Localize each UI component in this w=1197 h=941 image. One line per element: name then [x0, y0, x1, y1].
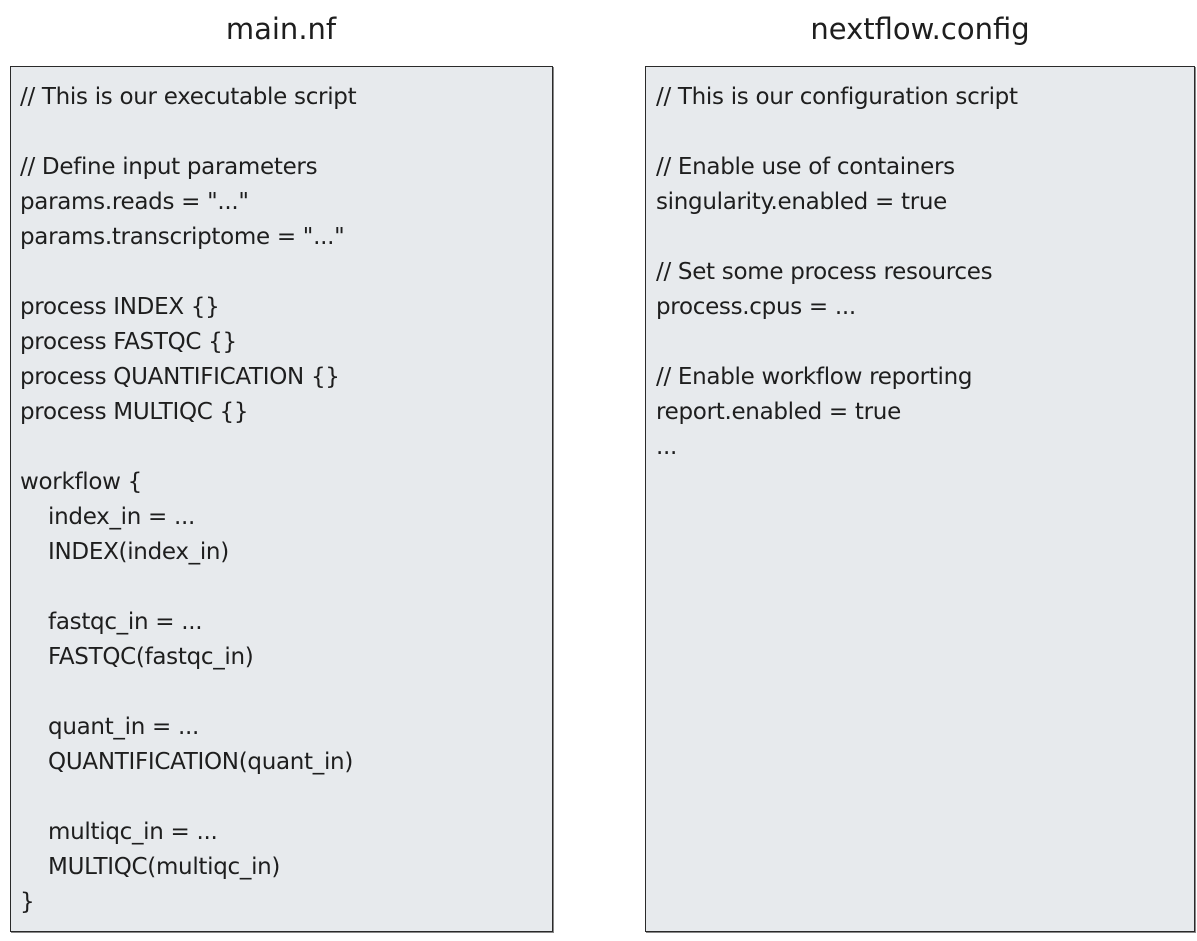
code-line: multiqc_in = ...	[20, 819, 218, 845]
code-line: FASTQC(fastqc_in)	[20, 644, 254, 670]
code-line: // This is our configuration script	[656, 84, 1018, 110]
code-line: // Enable use of containers	[656, 154, 955, 180]
main-nf-box	[10, 66, 553, 932]
code-line	[20, 115, 356, 150]
code-line	[20, 570, 356, 605]
code-line: fastqc_in = ...	[20, 609, 203, 635]
code-line	[20, 780, 356, 815]
code-line: process QUANTIFICATION {}	[20, 364, 340, 390]
code-line: // This is our executable script	[20, 84, 357, 110]
code-line: singularity.enabled = true	[656, 189, 947, 215]
code-line: // Set some process resources	[656, 259, 993, 285]
code-line	[656, 325, 1018, 360]
code-line: params.transcriptome = "..."	[20, 224, 345, 250]
code-line	[656, 220, 1018, 255]
code-line	[656, 115, 1018, 150]
nextflow-config-code: // This is our configuration script // En…	[656, 80, 1018, 465]
code-line: process FASTQC {}	[20, 329, 237, 355]
code-line: report.enabled = true	[656, 399, 901, 425]
main-nf-code: // This is our executable script // Defin…	[20, 80, 357, 920]
code-line: MULTIQC(multiqc_in)	[20, 854, 281, 880]
code-line	[20, 255, 356, 290]
code-line: params.reads = "..."	[20, 189, 249, 215]
code-line: index_in = ...	[20, 504, 196, 530]
code-line: INDEX(index_in)	[20, 539, 229, 565]
code-line: }	[20, 889, 35, 915]
main-nf-title: main.nf	[225, 12, 337, 46]
code-line: process.cpus = ...	[656, 294, 856, 320]
code-line: quant_in = ...	[20, 714, 200, 740]
code-line: process INDEX {}	[20, 294, 220, 320]
code-line: process MULTIQC {}	[20, 399, 249, 425]
code-line: ...	[656, 434, 678, 460]
code-line	[20, 430, 356, 465]
nextflow-config-box	[645, 66, 1195, 932]
code-line: // Enable workflow reporting	[656, 364, 973, 390]
code-line: QUANTIFICATION(quant_in)	[20, 749, 353, 775]
code-line	[20, 675, 356, 710]
code-line: // Define input parameters	[20, 154, 318, 180]
nextflow-config-title: nextflow.config	[810, 12, 1030, 46]
code-line: workflow {	[20, 469, 142, 495]
